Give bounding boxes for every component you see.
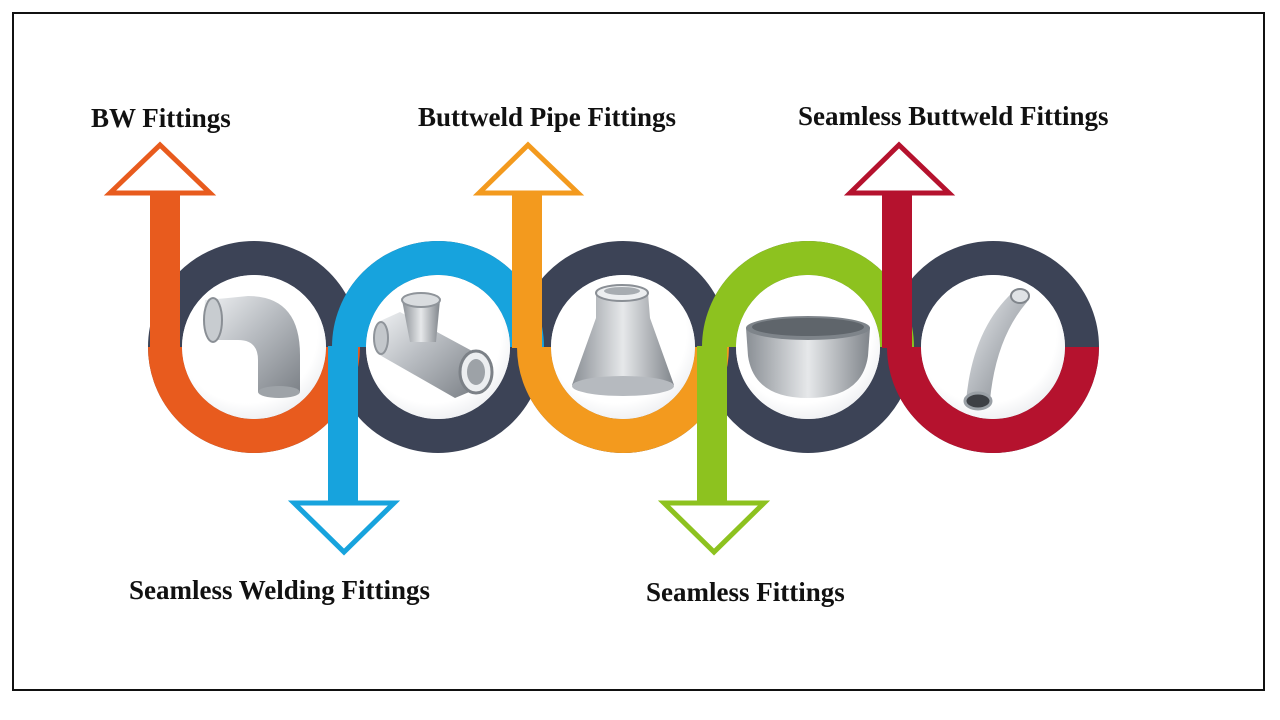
label-bw-fittings: BW Fittings [91,103,231,133]
diagram-frame [12,12,1265,691]
label-seamless-buttweld-fittings: Seamless Buttweld Fittings [798,101,1109,131]
down-arrow-green [657,500,771,556]
label-seamless-welding-fittings: Seamless Welding Fittings [129,575,431,605]
up-arrow-red [843,141,956,196]
pipe-cap-icon [746,316,870,398]
down-arrow-blue [287,500,401,556]
pipe-bend-icon [963,288,1030,411]
up-arrow-amber [472,141,585,196]
up-arrow-orange [103,141,217,196]
pipe-reducer-icon [572,284,674,396]
red-arc [887,346,1099,453]
ribbon-stems [150,192,912,502]
pipe-tee-icon [373,292,494,398]
label-seamless-fittings: Seamless Fittings [646,577,845,607]
arrow-heads [103,141,956,556]
pipe-elbow-icon [203,296,300,398]
label-buttweld-pipe-fittings: Buttweld Pipe Fittings [418,102,677,132]
